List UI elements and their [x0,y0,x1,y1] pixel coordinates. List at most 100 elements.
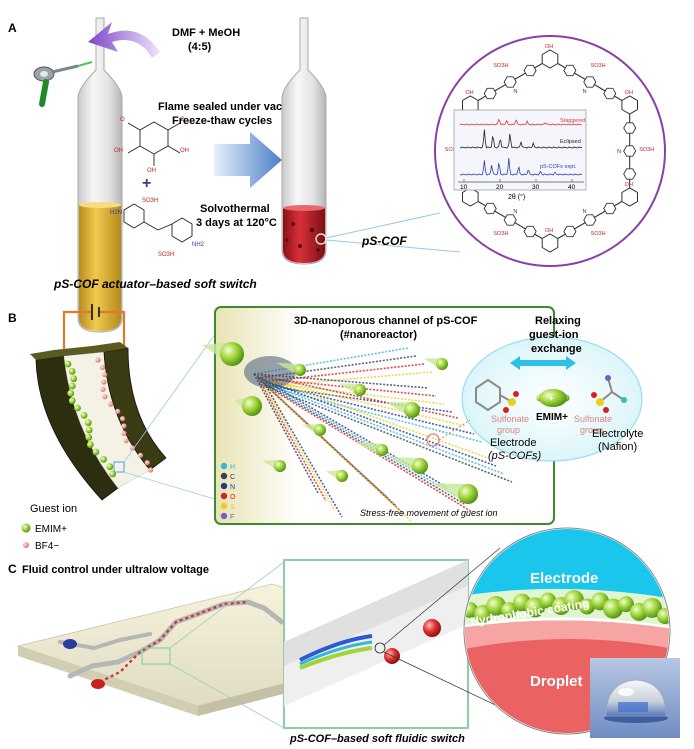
cof-channel-strand [257,377,497,467]
zoom-line [325,239,461,253]
cof-node-ring [621,187,638,207]
zoom-line [169,561,285,649]
sulfonate-molecules [475,375,627,413]
process-arrow-icon [214,132,282,188]
guest-ion-title: Guest ion [30,503,77,515]
emim-ion-dot [64,360,72,368]
emim-cone-ion [220,342,244,366]
bf4-ion-dot [100,386,106,392]
coating-bead [579,598,595,615]
emim-ion-dot [80,411,88,419]
bf4-ion-dot [95,357,101,363]
emim-legend-label: EMIM+ [35,524,67,535]
atom-legend-dot [220,482,228,490]
cof-benzene-ring [603,87,617,100]
bf4-ion-dot [102,394,108,400]
cof-channel-strand [265,385,413,523]
emim-cone-ion [336,470,348,482]
svg-text:OH: OH [114,148,123,154]
emim-ion-dot [85,426,93,434]
electrolyte-label-2: (Nafion) [598,441,637,453]
cof-benzene-ring [583,214,597,226]
relaxing-2: guest-ion [529,329,579,341]
cof-benzene-ring [563,225,577,238]
bf4-ion-dot [115,408,121,414]
atom-legend-symbol: F [230,514,234,521]
process-line-2: Freeze-thaw cycles [172,115,272,127]
monomer-aldehyde [127,121,181,166]
exchange-arrows-icon [510,356,576,370]
atom-legend-symbol: H [230,464,235,471]
svg-text:SO3H: SO3H [158,252,174,258]
electrode-label-1: Electrode [490,437,536,449]
emim-ion-dot [92,448,100,456]
svg-text:H2N: H2N [110,210,122,216]
curved-arrow-icon [88,22,160,58]
cof-channel-strand [253,373,449,489]
svg-text:OH: OH [147,168,156,174]
zoom-line [169,663,285,729]
sulfonate-left-2: group [497,425,520,435]
panel-a-label: A [8,21,17,35]
cof-benzene-ring [583,76,597,88]
panel-c-label: C [8,562,17,576]
bf4-ion-dot [137,452,144,458]
xrd-trace [459,157,583,176]
bf4-legend-dot [23,542,29,548]
atom-legend-symbol: O [230,494,236,501]
cof-benzene-ring [523,64,537,77]
channel-title-1: 3D-nanoporous channel of pS-COF [294,315,478,327]
cof-channel-strand [261,381,465,505]
coating-bead [564,590,584,611]
stress-free-label: Stress-free movement of guest ion [360,508,498,518]
chip-caption: pS-COF–based soft fluidic switch [289,733,465,745]
process-line-1: Flame sealed under vacuum [158,101,306,113]
imine-n: N [513,209,517,215]
cof-channel-strand [257,377,467,427]
xrd-staggered-label: Staggered [560,118,585,124]
cof-channel-strand [261,381,475,435]
so3h-group: SO3H [445,147,460,153]
emim-ion-dot [68,382,76,390]
oh-group: OH [545,44,553,50]
monomer-amine [123,203,193,243]
imine-n: N [617,149,621,155]
bf4-ion-dot [148,467,154,473]
panel-b-label: B [8,311,17,325]
emim-center-label: EMIM+ [536,412,568,423]
cof-channel-strand [253,373,319,494]
sulfonate-left-1: Sulfonate [491,414,529,424]
zoom-marker [113,461,125,473]
relaxing-3: exchange [531,343,582,355]
cof-benzene-ring [623,145,637,157]
atom-legend-dot [220,492,228,500]
emim-cone-ion [294,364,306,376]
monomer-aldehyde-groups: O O OH OH OH [114,117,189,174]
emim-ion-dot [100,455,107,463]
bf4-ion-dot [100,364,106,370]
svg-text:O: O [120,117,125,123]
emim-ion-dot [70,375,78,383]
panel-c-title: Fluid control under ultralow voltage [22,564,209,576]
cof-benzene-ring [603,202,617,215]
atom-legend-symbol: S [230,504,235,511]
bf4-legend-label: BF4− [35,541,59,552]
emim-legend-dot [21,523,31,533]
cof-benzene-ring [503,214,517,226]
electrolyte-label-1: Electrolyte [592,428,643,440]
product-label: pS-COF [361,234,407,248]
cof-channel-strand [261,381,505,475]
blue-reservoir [63,639,77,649]
actuator-ions [64,357,154,478]
atom-legend-dot [220,462,228,470]
emim-ion [539,389,567,407]
cof-benzene-ring [623,122,637,134]
solvothermal-label: Solvothermal [200,203,270,215]
oh-group: OH [625,90,633,96]
bf4-ion-dot [121,423,127,429]
cof-benzene-ring [523,225,537,238]
atom-legend-dot [220,512,228,520]
coating-bead [642,597,662,618]
